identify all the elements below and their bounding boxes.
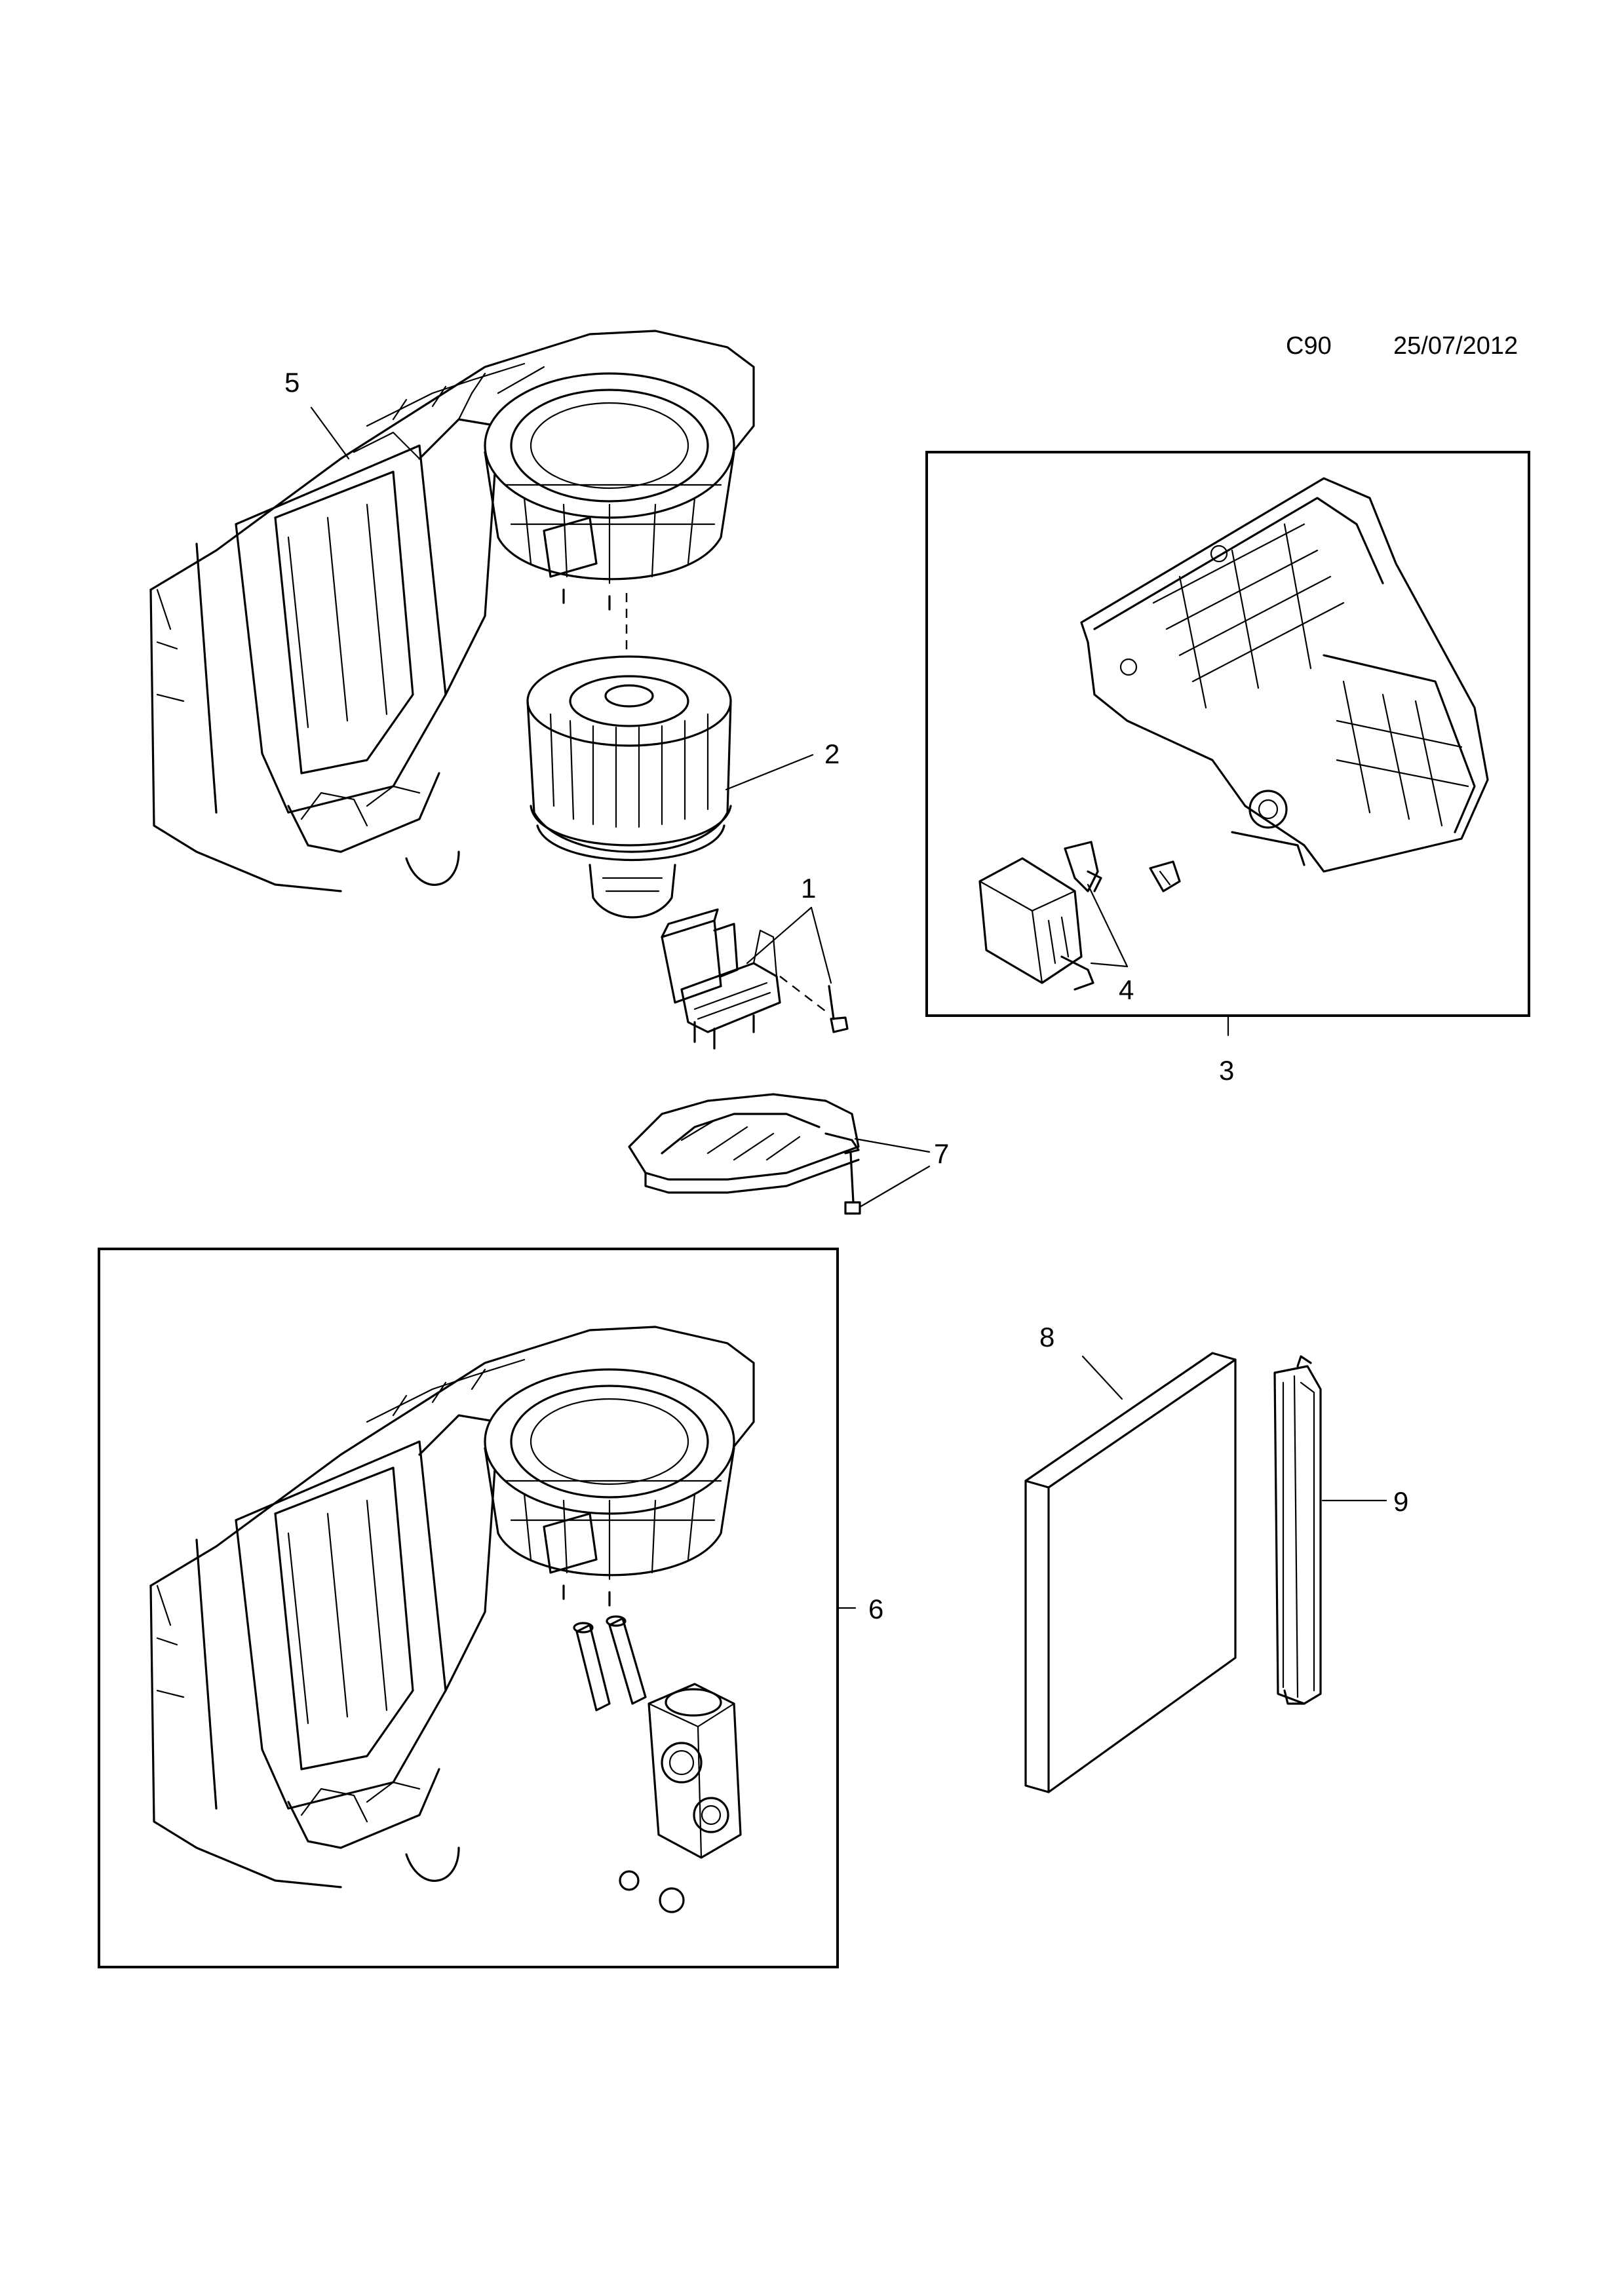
expansion-valve-icon bbox=[573, 1615, 742, 1913]
pollen-filter-icon bbox=[1024, 1352, 1237, 1793]
assembly-box-3 bbox=[925, 451, 1530, 1017]
callout-2: 2 bbox=[824, 738, 840, 769]
callout-1: 1 bbox=[801, 873, 816, 904]
screw-icon bbox=[779, 976, 849, 1033]
housing-cover-icon bbox=[628, 1093, 860, 1194]
blower-resistor-icon bbox=[661, 908, 781, 1050]
flap-actuator-icon bbox=[978, 477, 1489, 991]
blower-motor-icon bbox=[526, 655, 732, 919]
assembly-box-6 bbox=[98, 1248, 839, 1968]
callout-3: 3 bbox=[1219, 1055, 1234, 1086]
hvac-housing-icon bbox=[149, 330, 755, 892]
filter-frame-icon bbox=[1273, 1355, 1322, 1705]
callout-8: 8 bbox=[1039, 1322, 1054, 1352]
diagram-date: 25/07/2012 bbox=[1393, 332, 1518, 360]
screw-icon bbox=[844, 1152, 861, 1215]
callout-4: 4 bbox=[1119, 974, 1134, 1005]
diagram-code: C90 bbox=[1286, 332, 1332, 360]
callout-9: 9 bbox=[1393, 1486, 1408, 1517]
hvac-housing-icon bbox=[149, 1326, 755, 1888]
callout-6: 6 bbox=[868, 1594, 883, 1624]
callout-7: 7 bbox=[934, 1138, 949, 1169]
callout-5: 5 bbox=[284, 367, 300, 398]
